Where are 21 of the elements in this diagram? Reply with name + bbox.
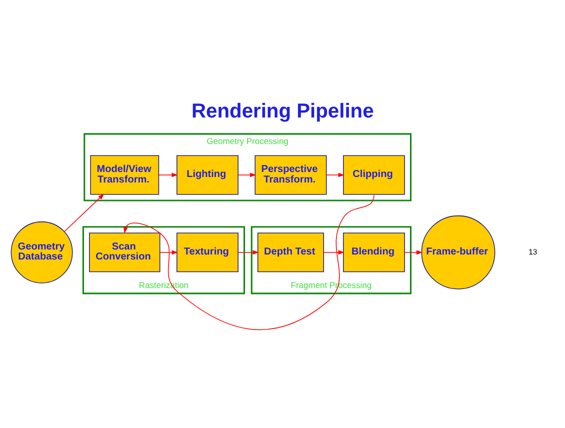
diagram-title: Rendering Pipeline (192, 100, 374, 122)
node-box: Texturing (176, 232, 238, 272)
node-box: Depth Test (257, 232, 324, 272)
node-circle: Geometry Database (10, 220, 73, 283)
arrow (238, 172, 256, 177)
arrow (404, 250, 423, 254)
arrow (326, 172, 344, 177)
node-box: Scan Conversion (89, 232, 160, 272)
node-box: Blending (343, 232, 405, 272)
arrow (323, 250, 344, 254)
arrow (64, 193, 104, 232)
label: 13 (528, 246, 538, 256)
arrow (158, 172, 178, 177)
node-box: Model/View Transform. (90, 154, 160, 194)
node-box: Lighting (176, 154, 238, 194)
arrow (123, 194, 374, 330)
arrow (238, 250, 259, 254)
node-circle: Frame-buffer (421, 214, 496, 289)
arrow (160, 250, 178, 254)
node-box: Perspective Transform. (254, 154, 327, 194)
node-box: Clipping (343, 154, 405, 194)
